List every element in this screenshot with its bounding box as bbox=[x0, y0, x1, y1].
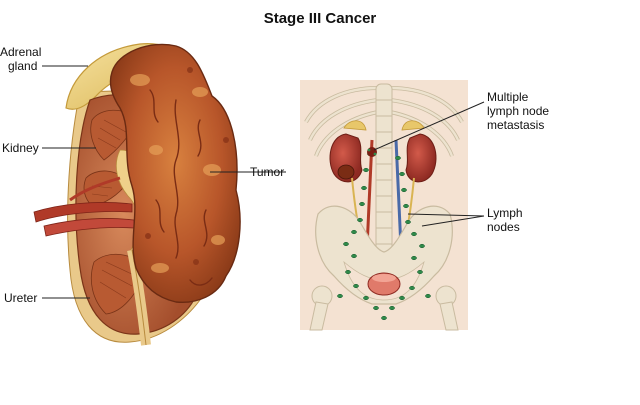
adrenal-label-line1: Adrenal bbox=[0, 45, 42, 59]
metastasis-label-line1: Multiple bbox=[487, 90, 529, 104]
tumor-highlights bbox=[130, 74, 225, 273]
lymph-nodes-label: Lymph nodes bbox=[487, 206, 523, 234]
lymph-label-line1: Lymph bbox=[487, 206, 523, 220]
kidney-label: Kidney bbox=[2, 141, 39, 155]
tumor-mass bbox=[109, 43, 241, 303]
metastasis-leader-line bbox=[373, 101, 485, 151]
right-femur-shaft bbox=[439, 301, 459, 331]
metastasis-label-line3: metastasis bbox=[487, 118, 545, 132]
renal-artery bbox=[33, 202, 133, 223]
metastasis-label: Multiple lymph node metastasis bbox=[487, 90, 549, 132]
figure-title: Stage III Cancer bbox=[263, 10, 377, 27]
adrenal-gland-label: Adrenal gland bbox=[0, 45, 41, 73]
pelvis-bone bbox=[315, 205, 453, 305]
renal-vessel-branch bbox=[69, 176, 121, 202]
lymph-label-line2: nodes bbox=[487, 220, 520, 234]
large-kidney-figure bbox=[33, 43, 241, 346]
left-kidney-tumor-small bbox=[337, 164, 355, 180]
metastasis-spot bbox=[367, 147, 377, 157]
pyramid-striations bbox=[91, 119, 137, 299]
ureter-label: Ureter bbox=[4, 291, 38, 305]
tumor-texture bbox=[149, 89, 213, 286]
torso-figure bbox=[300, 80, 468, 331]
lymph-leader-line-upper bbox=[407, 213, 485, 217]
tumor-dark-spots bbox=[145, 67, 229, 265]
rib-cage-fill bbox=[304, 86, 464, 157]
tumor-label: Tumor bbox=[250, 165, 285, 179]
lymph-nodes bbox=[337, 151, 431, 321]
adrenal-label-line2: gland bbox=[8, 59, 38, 73]
left-femur-shaft bbox=[309, 301, 329, 331]
right-kidney-small bbox=[405, 133, 437, 183]
right-leader-lines bbox=[373, 101, 485, 227]
lymph-leader-line-lower bbox=[421, 215, 485, 227]
left-adrenal-small bbox=[343, 120, 367, 131]
left-leader-lines bbox=[42, 65, 286, 299]
metastasis-label-line2: lymph node bbox=[487, 104, 550, 118]
bladder-top bbox=[372, 274, 396, 282]
